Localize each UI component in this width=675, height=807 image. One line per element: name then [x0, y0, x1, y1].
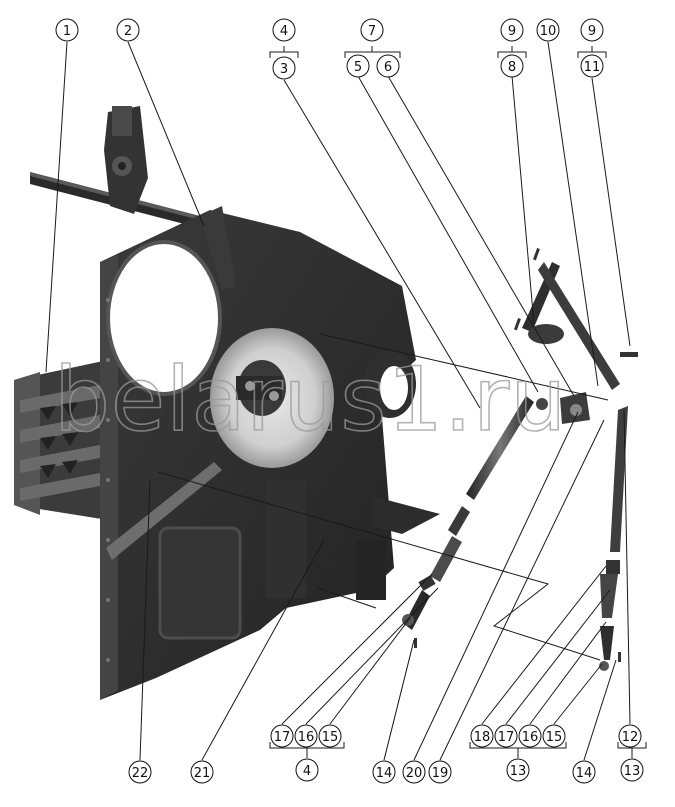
group-brackets	[269, 46, 647, 758]
svg-text:3: 3	[280, 62, 288, 77]
callout-1: 1	[55, 18, 79, 42]
svg-text:13: 13	[510, 764, 527, 779]
callout-10: 10	[536, 18, 560, 42]
callout-18: 18	[470, 724, 494, 748]
svg-text:10: 10	[540, 24, 557, 39]
svg-text:20: 20	[406, 766, 423, 781]
callout-14-a: 14	[372, 760, 396, 784]
svg-text:9: 9	[508, 24, 516, 39]
callout-6: 6	[376, 54, 400, 78]
svg-text:15: 15	[322, 730, 339, 745]
callout-13-a: 13	[506, 758, 530, 782]
svg-text:14: 14	[576, 766, 593, 781]
callout-16-a: 16	[294, 724, 318, 748]
svg-text:16: 16	[298, 730, 315, 745]
svg-text:16: 16	[522, 730, 539, 745]
svg-text:22: 22	[132, 766, 149, 781]
callout-3: 3	[272, 56, 296, 80]
svg-text:18: 18	[474, 730, 491, 745]
callouts-top: 1 2 4 3 7 5 6 9 8 10 9 11	[55, 18, 604, 80]
svg-text:17: 17	[498, 730, 515, 745]
cutter-comb-assembly	[14, 360, 108, 520]
svg-text:17: 17	[274, 730, 291, 745]
callout-4-top: 4	[272, 18, 296, 42]
callout-15-a: 15	[318, 724, 342, 748]
svg-text:8: 8	[508, 60, 516, 75]
svg-text:11: 11	[584, 60, 601, 75]
main-housing-plate	[100, 206, 440, 700]
svg-text:15: 15	[546, 730, 563, 745]
svg-text:5: 5	[354, 60, 362, 75]
callout-4-bottom: 4	[295, 758, 319, 782]
callout-9-b: 9	[580, 18, 604, 42]
linkage-assembly	[402, 248, 638, 671]
callout-22: 22	[128, 760, 152, 784]
callout-12: 12	[618, 724, 642, 748]
callout-13-b: 13	[620, 758, 644, 782]
watermark-text: belarus1.ru	[54, 348, 567, 451]
callout-14-b: 14	[572, 760, 596, 784]
callouts-bottom: 17 16 15 4 14 20 19 18 17 16 15 13 14 12…	[128, 724, 644, 784]
svg-text:7: 7	[368, 24, 376, 39]
callout-9-a: 9	[500, 18, 524, 42]
svg-text:1: 1	[63, 24, 71, 39]
callout-21: 21	[190, 760, 214, 784]
callout-8: 8	[500, 54, 524, 78]
svg-text:6: 6	[384, 60, 392, 75]
callout-17-b: 17	[494, 724, 518, 748]
svg-text:4: 4	[280, 24, 288, 39]
callout-15-b: 15	[542, 724, 566, 748]
leader-lines	[45, 41, 631, 761]
svg-text:21: 21	[194, 766, 211, 781]
svg-text:9: 9	[588, 24, 596, 39]
callout-7: 7	[360, 18, 384, 42]
callout-11: 11	[580, 54, 604, 78]
callout-20: 20	[402, 760, 426, 784]
callout-5: 5	[346, 54, 370, 78]
callout-19: 19	[428, 760, 452, 784]
svg-text:4: 4	[303, 764, 311, 779]
svg-text:12: 12	[622, 730, 639, 745]
svg-text:14: 14	[376, 766, 393, 781]
svg-text:2: 2	[124, 24, 132, 39]
callout-2: 2	[116, 18, 140, 42]
svg-text:13: 13	[624, 764, 641, 779]
svg-text:19: 19	[432, 766, 449, 781]
callout-17-a: 17	[270, 724, 294, 748]
callout-16-b: 16	[518, 724, 542, 748]
